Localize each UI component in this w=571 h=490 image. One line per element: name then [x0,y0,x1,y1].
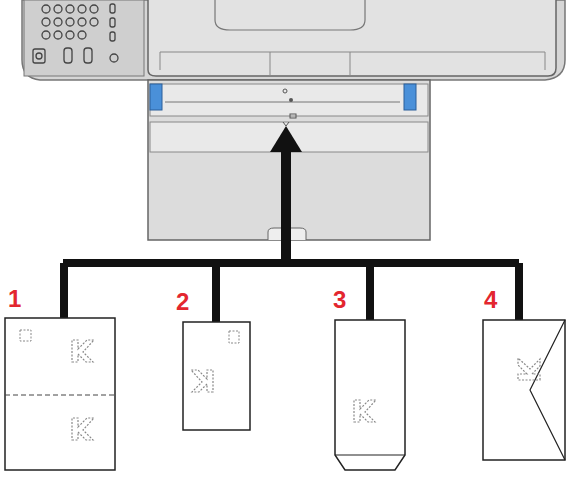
output-tray [148,0,556,76]
callout-number: 2 [176,290,189,314]
postcard [183,322,250,430]
envelope [483,320,565,460]
printer-body [22,0,565,80]
callout-number: 4 [484,288,497,312]
control-panel [24,0,144,76]
return-postcard [5,318,115,470]
envelope [335,320,405,470]
panel-buttons [33,4,118,63]
callout-number: 1 [8,287,21,311]
paper-guide [150,84,162,110]
callout-number: 3 [333,288,346,312]
paper-guide [404,84,416,110]
feed-arrow [63,126,519,322]
